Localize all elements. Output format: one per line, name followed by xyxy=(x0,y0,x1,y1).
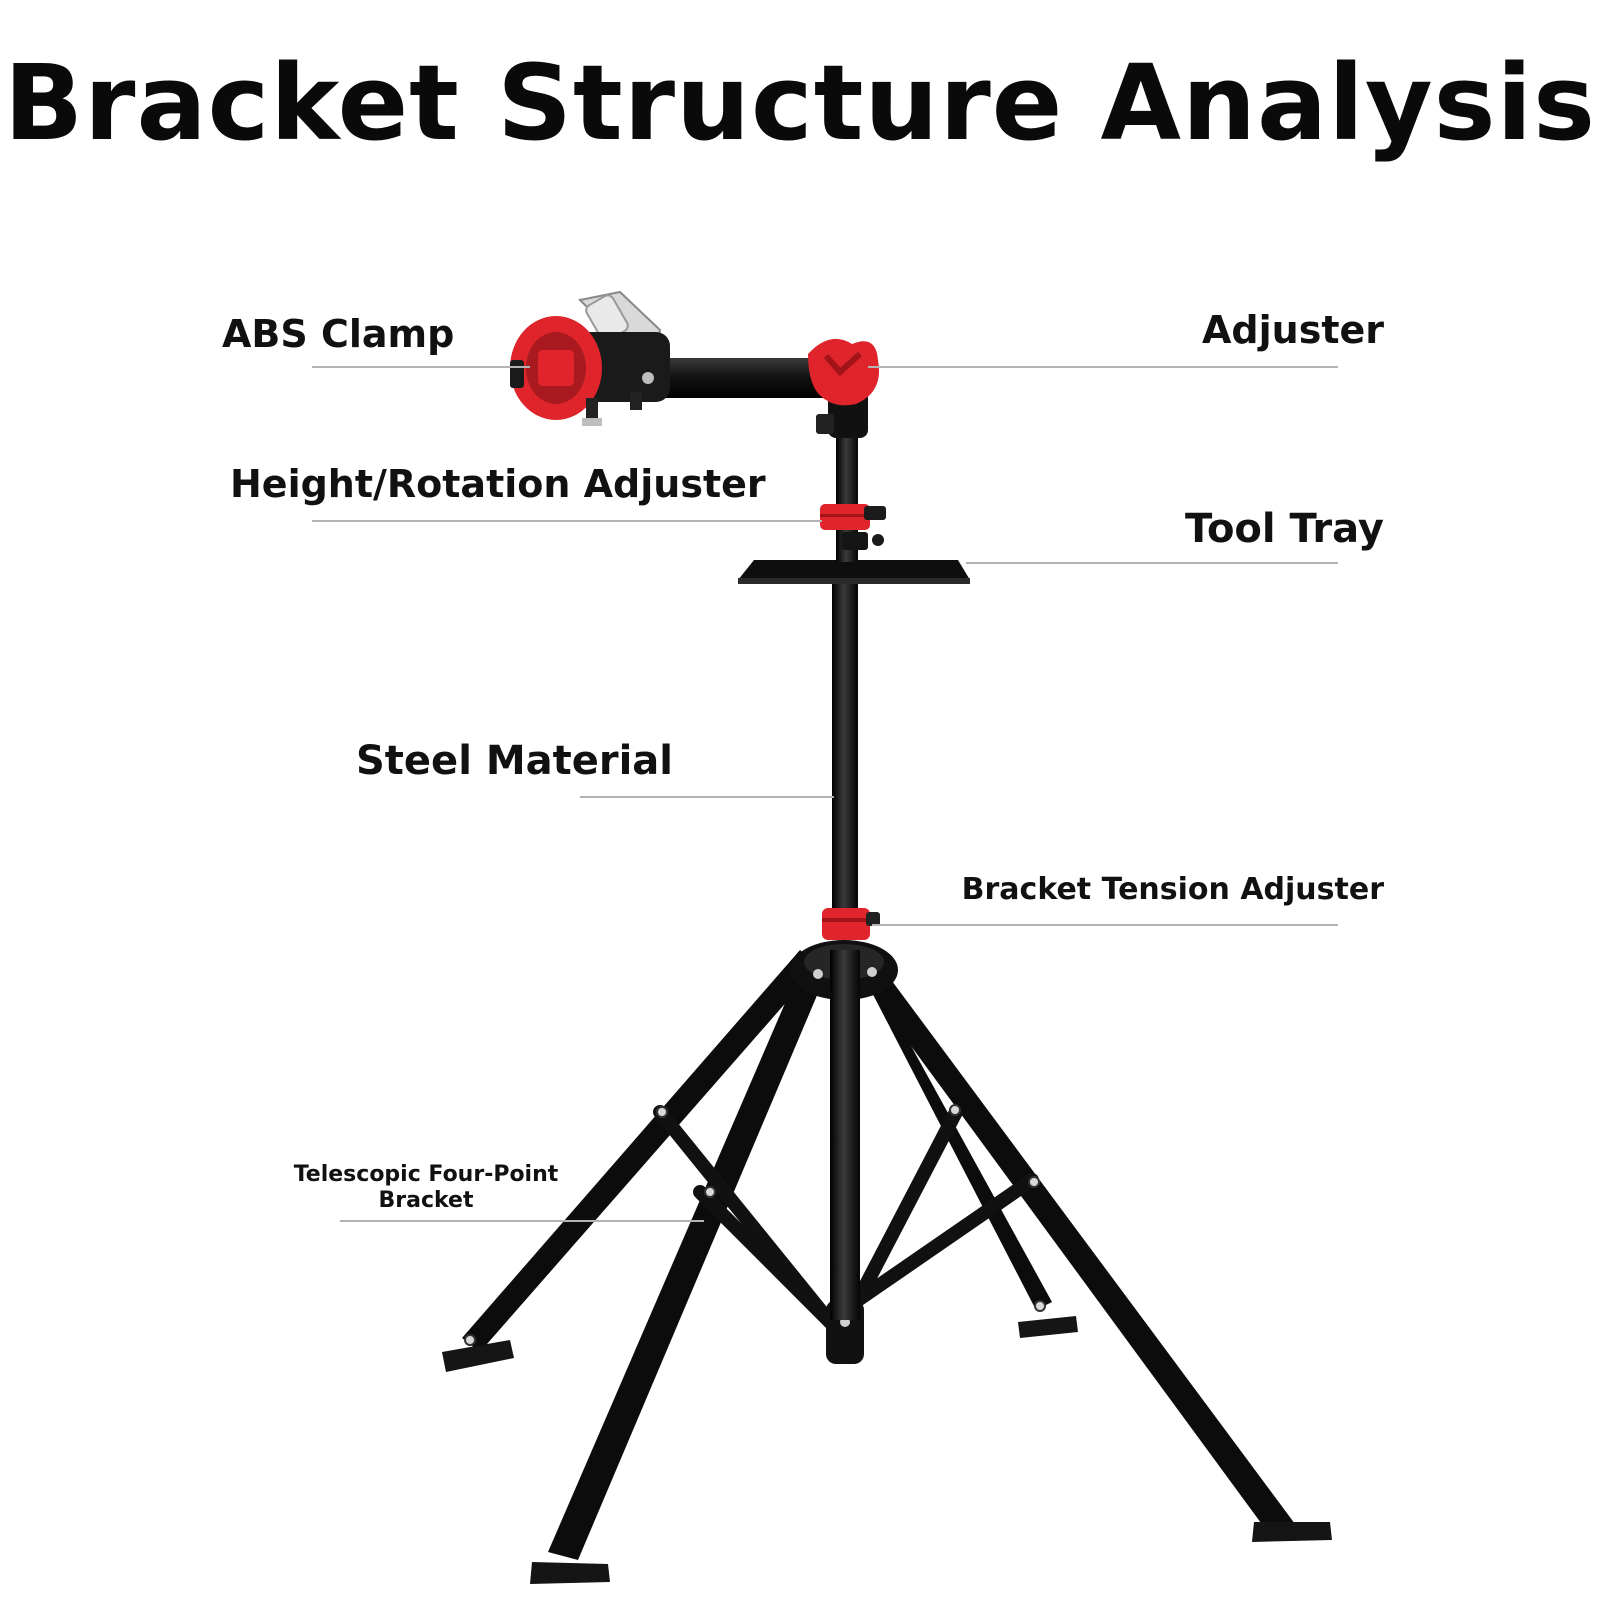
label-abs-clamp: ABS Clamp xyxy=(222,312,455,356)
foot-front-right xyxy=(1252,1522,1332,1542)
label-steel-material: Steel Material xyxy=(356,738,674,784)
main-post-middle xyxy=(832,570,858,930)
brace-right-lower xyxy=(851,1173,1039,1307)
brace-left-lower xyxy=(693,1185,837,1329)
brace-bolts xyxy=(464,1104,1046,1346)
label-telescopic-line2: Bracket xyxy=(378,1188,474,1213)
leader-steel-material xyxy=(580,796,834,798)
brace-right-upper xyxy=(851,1105,963,1307)
foot-back-right xyxy=(1018,1316,1078,1338)
foot-front-left xyxy=(530,1562,610,1584)
label-adjuster: Adjuster xyxy=(1202,308,1384,352)
height-collar xyxy=(820,504,886,550)
leg-front-right xyxy=(842,946,1298,1538)
leader-telescopic-bracket xyxy=(340,1220,704,1222)
foot-back-left xyxy=(442,1340,514,1372)
tool-tray xyxy=(738,560,970,584)
label-telescopic-line1: Telescopic Four-Point xyxy=(293,1162,559,1187)
leg-back-left xyxy=(462,950,818,1352)
leader-adjuster xyxy=(868,366,1338,368)
leader-height-rotation xyxy=(312,520,822,522)
label-bracket-tension-adjuster: Bracket Tension Adjuster xyxy=(961,872,1384,907)
abs-clamp xyxy=(510,290,670,426)
leader-abs-clamp xyxy=(312,366,530,368)
arm-adjuster-knob xyxy=(808,338,880,406)
leg-braces xyxy=(653,1105,1039,1329)
leg-front-left xyxy=(548,950,832,1560)
rubber-feet xyxy=(442,1316,1332,1584)
clamp-arm xyxy=(620,358,856,398)
main-post-lower xyxy=(830,950,860,1320)
label-height-rotation-adjuster: Height/Rotation Adjuster xyxy=(230,462,766,506)
label-tool-tray: Tool Tray xyxy=(1184,506,1384,552)
page-title: Bracket Structure Analysis xyxy=(3,42,1597,164)
tension-collar xyxy=(822,908,880,940)
leader-tension-adjuster xyxy=(872,924,1338,926)
leader-tool-tray xyxy=(966,562,1338,564)
label-telescopic-four-point-bracket: Telescopic Four-Point Bracket xyxy=(286,1162,566,1214)
